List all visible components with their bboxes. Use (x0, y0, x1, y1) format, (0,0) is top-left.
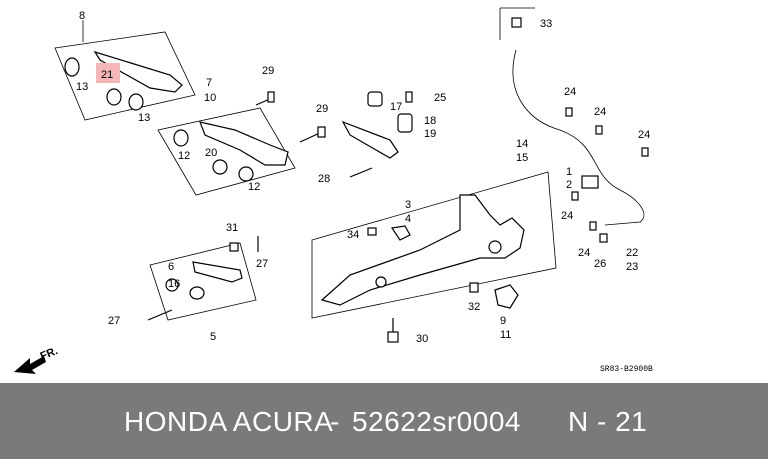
front-arrow: FR. (14, 345, 60, 374)
callout-11: 11 (500, 329, 511, 341)
callout-3: 3 (405, 199, 411, 211)
clip-24b (595, 125, 603, 135)
bushing-12b (238, 166, 254, 182)
hub-group: 32 9 11 30 (387, 282, 519, 345)
clip-24d (571, 191, 579, 201)
bushing-6 (165, 278, 179, 292)
footer-bar: HONDA ACURA - 52622sr0004 N - 21 (0, 383, 768, 459)
callout-12b: 12 (248, 181, 260, 193)
callout-20: 20 (205, 147, 217, 159)
bushing-16 (189, 286, 205, 300)
bushing-17 (367, 91, 383, 107)
callout-2: 2 (566, 179, 572, 191)
bushing-13b (128, 93, 144, 111)
bolt-28 (349, 167, 373, 178)
front-label: FR. (39, 345, 60, 363)
callout-22: 22 (626, 247, 638, 259)
callout-27b: 27 (108, 315, 120, 327)
callout-8: 8 (79, 10, 85, 22)
callout-6: 6 (168, 261, 174, 273)
callout-23: 23 (626, 261, 638, 273)
callout-4: 4 (405, 213, 411, 225)
group-box-7 (157, 107, 296, 196)
clip-26 (599, 233, 608, 243)
lower-arm (199, 121, 289, 166)
callout-18: 18 (424, 115, 436, 127)
bolts-29: 29 29 (255, 65, 328, 143)
lower-arm-group: 7 10 12 20 12 (157, 77, 296, 196)
bracket-3 (390, 225, 411, 241)
callout-28: 28 (318, 173, 330, 185)
callout-24e: 24 (578, 247, 590, 259)
footer-part-number: 52622sr0004 (352, 406, 521, 437)
callout-24b: 24 (594, 106, 606, 118)
clip-24e (589, 221, 597, 231)
clip-33 (511, 17, 522, 28)
bushing-18 (397, 113, 413, 133)
callout-15: 15 (516, 152, 528, 164)
nut-25 (405, 91, 413, 103)
group-box-8 (54, 31, 196, 121)
upper-arm-group: 8 13 21 13 (54, 10, 196, 124)
upper-arm (93, 50, 183, 93)
highlight-21 (96, 63, 120, 83)
bushing-20 (212, 159, 228, 175)
callout-14: 14 (516, 138, 528, 150)
stabilizer-link (192, 261, 243, 283)
drawing-code: SR83-B2900B (600, 365, 653, 374)
callout-24a: 24 (564, 86, 576, 98)
callout-24d: 24 (561, 210, 573, 222)
callout-26: 26 (594, 258, 606, 270)
bushing-21 (106, 88, 122, 106)
callout-12a: 12 (178, 150, 190, 162)
bolt-34 (367, 227, 377, 236)
callout-17: 17 (390, 101, 402, 113)
clip-24a (565, 107, 573, 117)
callout-9: 9 (500, 315, 506, 327)
callout-29a: 29 (262, 65, 274, 77)
trailing-arm (320, 194, 525, 306)
bolt-27b (147, 309, 173, 321)
callout-27a: 27 (256, 258, 268, 270)
callout-34: 34 (347, 229, 359, 241)
control-link (341, 120, 399, 159)
callout-5: 5 (210, 331, 216, 343)
callout-25: 25 (434, 92, 446, 104)
callout-24c: 24 (638, 129, 650, 141)
control-link-group: 17 25 18 19 28 (318, 91, 446, 185)
front-arrow-icon (14, 356, 46, 374)
bushing-12a (173, 129, 189, 147)
nut-31 (229, 242, 239, 252)
bushing-13a (64, 57, 80, 77)
bracket-group: 3 4 34 (347, 199, 411, 241)
callout-16: 16 (168, 278, 180, 290)
footer-ref: N - 21 (568, 406, 648, 437)
sensor-group: 33 24 24 24 1 2 24 24 26 22 23 (499, 7, 650, 273)
callout-7: 7 (206, 77, 212, 89)
footer-brand: HONDA ACURA (124, 406, 334, 437)
callout-33: 33 (540, 18, 552, 30)
hub-9 (494, 284, 519, 309)
sensor-wire (512, 49, 645, 226)
bolt-32 (469, 282, 479, 293)
group-box-5 (149, 242, 257, 321)
callout-13a: 13 (76, 81, 88, 93)
callout-32: 32 (468, 301, 480, 313)
stabilizer-group: 31 27 6 16 27 5 (108, 222, 268, 343)
footer-separator: - (330, 406, 340, 437)
callout-10: 10 (204, 92, 216, 104)
callout-30: 30 (416, 333, 428, 345)
bracket-1 (581, 175, 599, 189)
callout-21: 21 (101, 69, 113, 81)
clip-24c (641, 147, 649, 157)
callout-29b: 29 (316, 103, 328, 115)
parts-diagram: 8 13 21 13 7 10 12 20 12 29 29 17 25 18 … (14, 7, 653, 374)
callout-13b: 13 (138, 112, 150, 124)
trailing-arm-group: 14 15 (311, 138, 557, 319)
callout-19: 19 (424, 128, 436, 140)
callout-31: 31 (226, 222, 238, 234)
callout-1: 1 (566, 166, 572, 178)
